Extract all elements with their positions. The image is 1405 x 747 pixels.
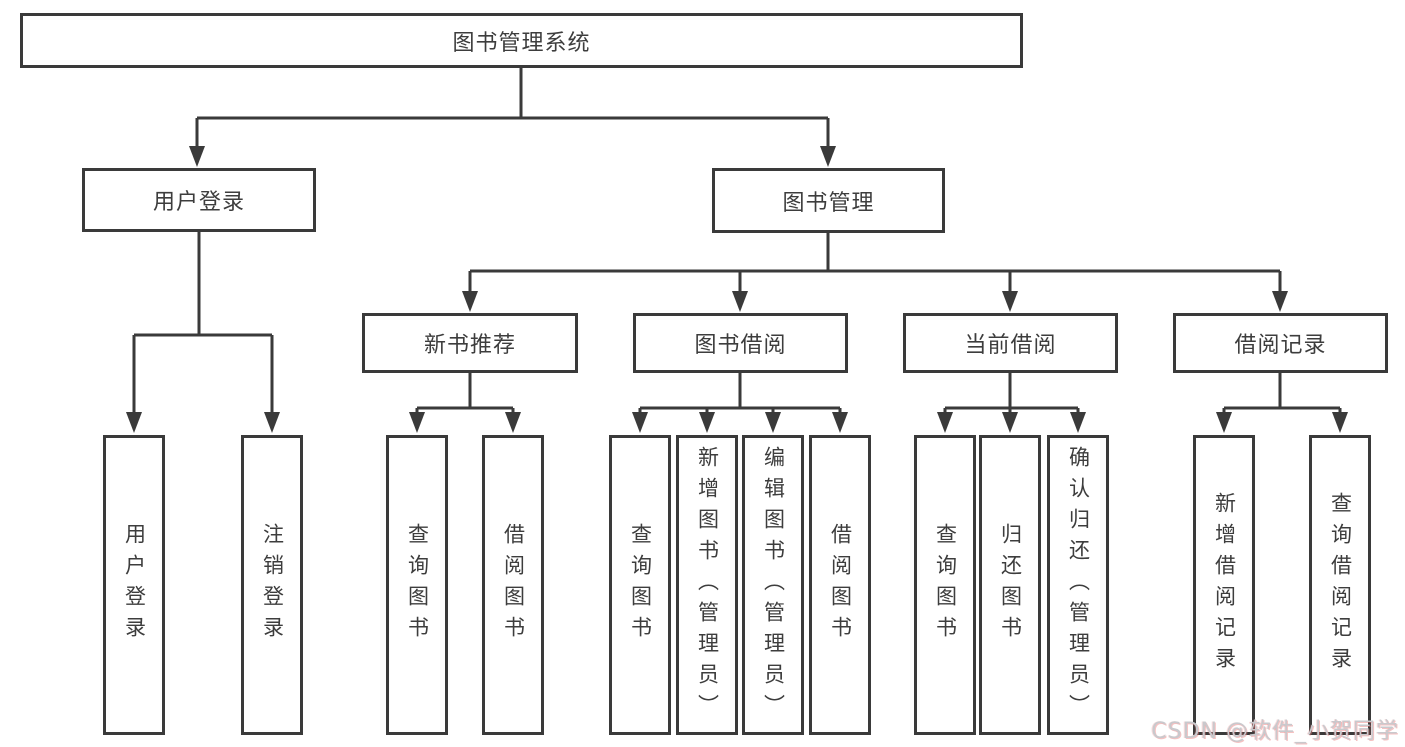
leaf-label: 编辑图书（管理员） [761,445,786,725]
node-root-label: 图书管理系统 [452,30,591,56]
leaf-label: 查询借阅记录 [1328,492,1353,678]
leaf-confirm-return-admin: 确认归还（管理员） [1047,435,1109,735]
leaf-label: 归还图书 [998,523,1023,647]
node-new-book-recommend: 新书推荐 [362,313,578,373]
node-label: 图书管理 [782,190,875,216]
leaf-query-books-recommend: 查询图书 [386,435,448,735]
csdn-watermark: CSDN @软件_小贺同学 [1151,719,1399,744]
leaf-return-book: 归还图书 [979,435,1041,735]
node-current-borrow: 当前借阅 [903,313,1118,373]
leaf-query-borrow-record: 查询借阅记录 [1309,435,1371,735]
leaf-edit-book-admin: 编辑图书（管理员） [742,435,804,735]
node-book-borrow: 图书借阅 [633,313,848,373]
leaf-label: 查询图书 [933,523,958,647]
leaf-label: 查询图书 [405,523,430,647]
node-label: 借阅记录 [1234,333,1327,358]
leaf-label: 用户登录 [122,523,147,647]
leaf-query-books-borrow: 查询图书 [609,435,671,735]
leaf-label: 借阅图书 [501,523,526,647]
node-label: 图书借阅 [694,333,787,358]
leaf-borrow-books: 借阅图书 [809,435,871,735]
leaf-add-borrow-record: 新增借阅记录 [1193,435,1255,735]
node-label: 用户登录 [152,190,245,215]
node-label: 新书推荐 [423,333,516,358]
node-label: 当前借阅 [964,333,1057,358]
leaf-label: 新增图书（管理员） [695,445,720,725]
leaf-label: 确认归还（管理员） [1066,445,1091,725]
arrowheads [126,146,1348,433]
leaf-add-book-admin: 新增图书（管理员） [676,435,738,735]
node-book-management: 图书管理 [712,168,945,233]
leaf-user-login: 用户登录 [103,435,165,735]
node-root: 图书管理系统 [20,13,1023,68]
leaf-borrow-books-recommend: 借阅图书 [482,435,544,735]
leaf-query-books-current: 查询图书 [914,435,976,735]
leaf-label: 新增借阅记录 [1212,492,1237,678]
leaf-label: 查询图书 [628,523,653,647]
node-borrow-records: 借阅记录 [1173,313,1388,373]
leaf-label: 注销登录 [260,523,285,647]
leaf-logout-login: 注销登录 [241,435,303,735]
leaf-label: 借阅图书 [828,523,853,647]
node-user-login-branch: 用户登录 [82,168,316,232]
